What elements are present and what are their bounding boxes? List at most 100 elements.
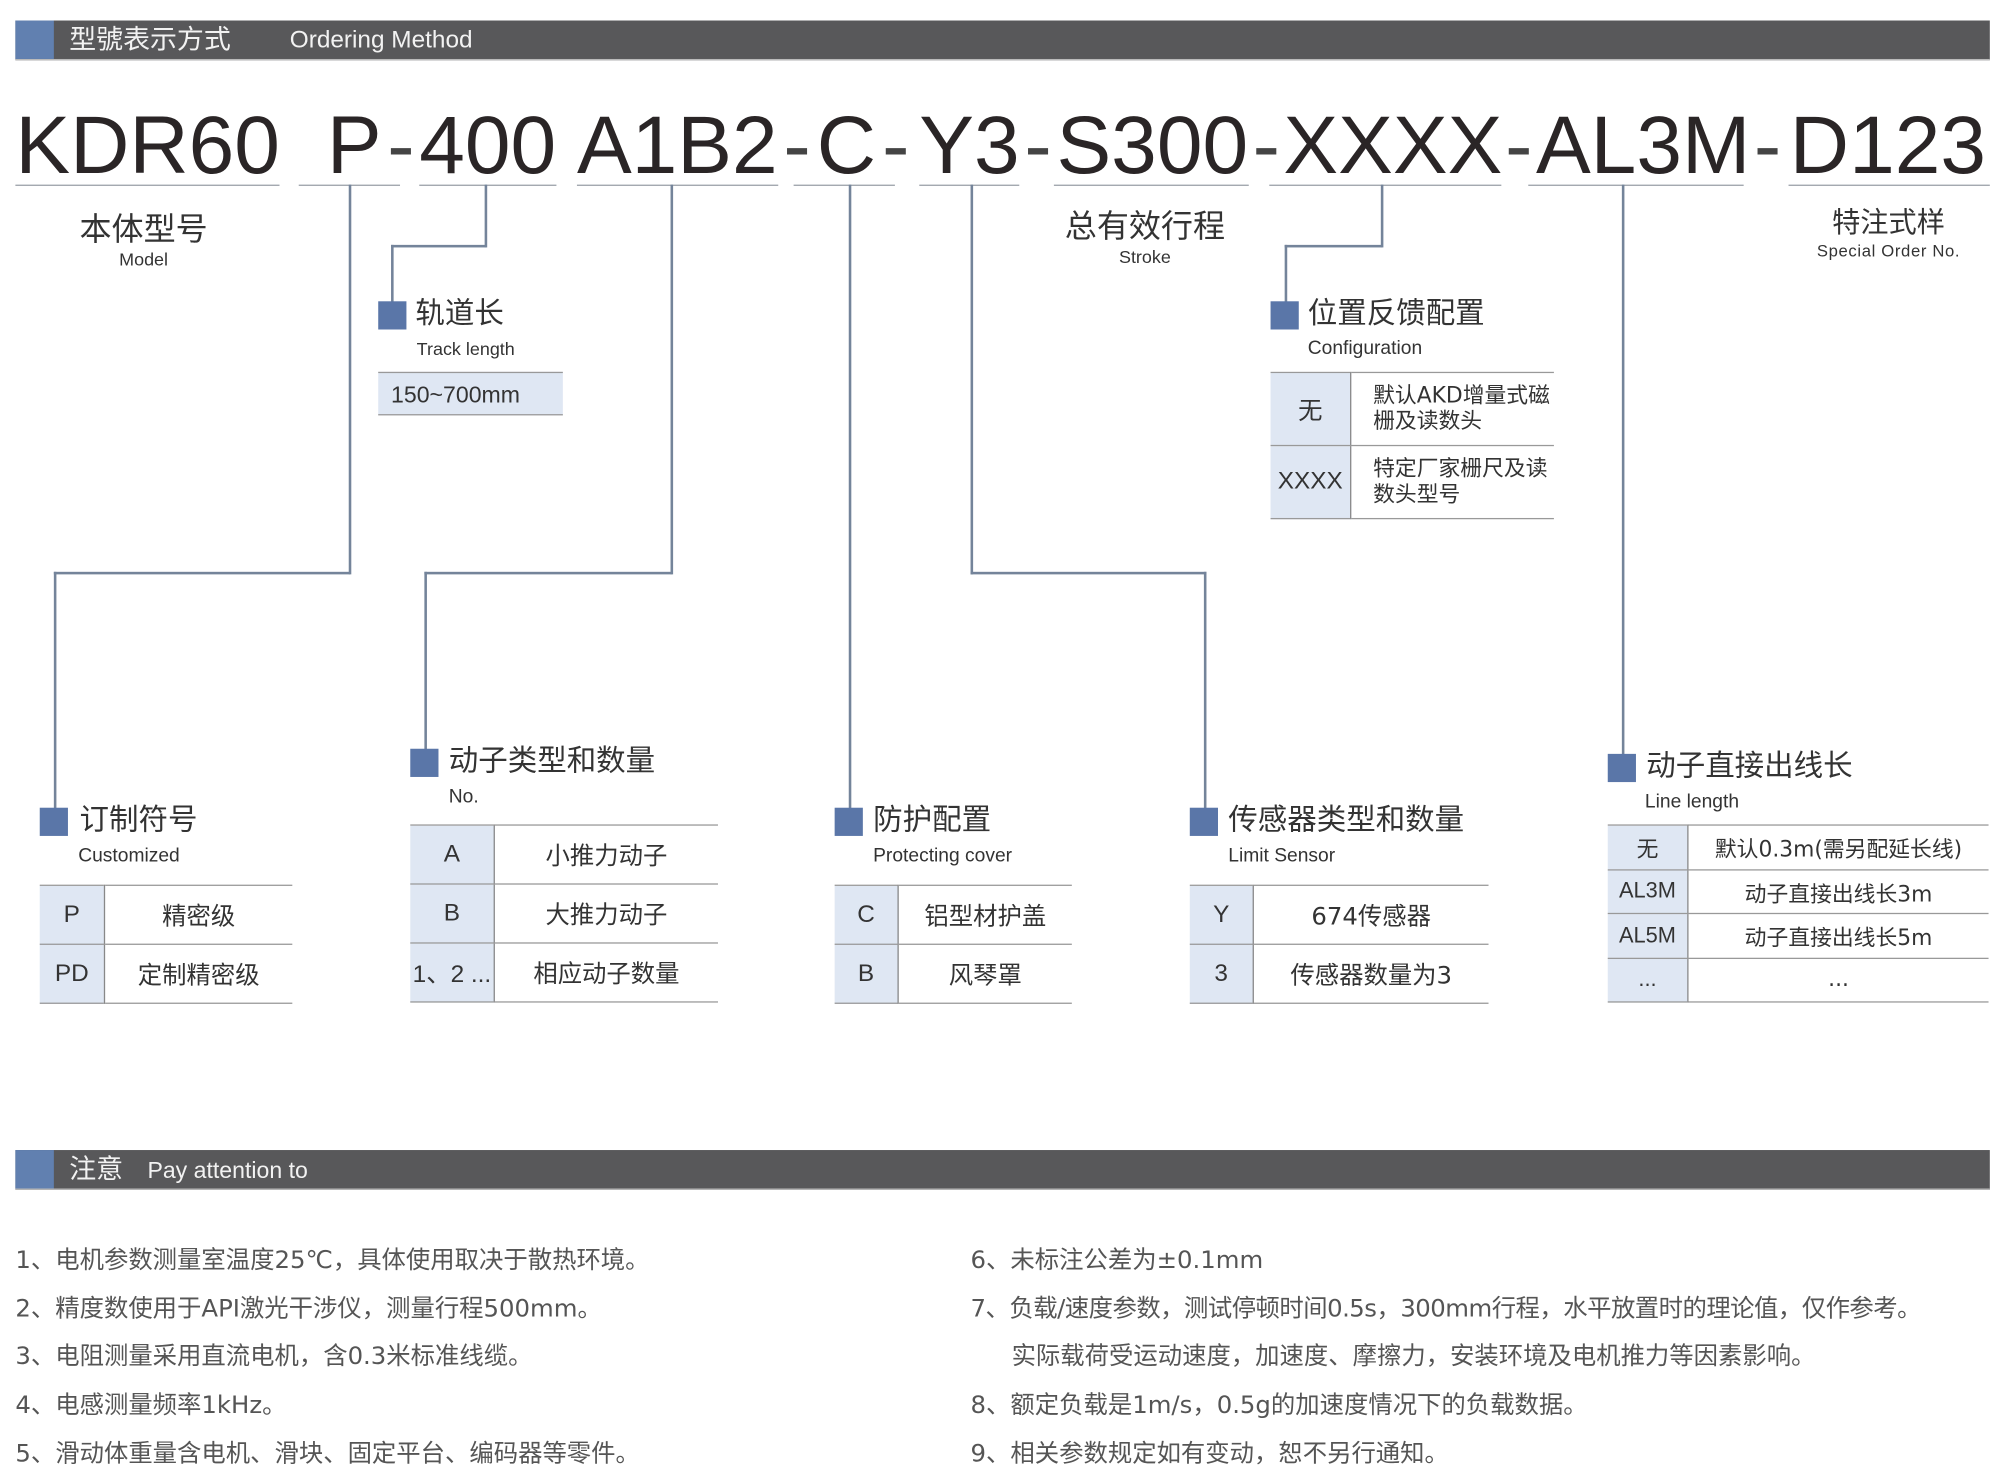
code-separator: - <box>783 98 811 192</box>
option-code: 无 <box>1270 372 1352 447</box>
code-separator: - <box>1024 98 1052 192</box>
section-marker <box>1189 807 1218 836</box>
config-subtitle: Configuration <box>1307 337 1423 359</box>
code-separator: - <box>387 98 415 192</box>
custom-title: 订制符号 <box>79 803 198 838</box>
custom-subtitle: Customized <box>78 844 180 867</box>
note-item: 5、滑动体重量含电机、滑块、固定平台、编码器等零件。 <box>15 1439 640 1469</box>
option-description: ... <box>1828 967 1849 993</box>
code-config: XXXX <box>1283 98 1503 192</box>
option-code: PD <box>39 944 106 1004</box>
sensor-subtitle: Limit Sensor <box>1228 844 1336 867</box>
option-code: AL3M <box>1607 869 1689 915</box>
track-length-value: 150~700mm <box>378 371 563 416</box>
option-code: 1、2 ... <box>410 942 495 1002</box>
connector-line <box>1284 244 1287 304</box>
note-item: 8、额定负载是1m/s，0.5g的加速度情况下的负载数据。 <box>970 1391 1588 1420</box>
connector-line <box>484 184 487 248</box>
option-code: XXXX <box>1270 445 1352 519</box>
notes-header: 注意 Pay attention to <box>15 1150 1990 1190</box>
code-protect: C <box>816 98 876 192</box>
code-custom: P <box>326 98 382 192</box>
code-underline <box>1269 184 1502 186</box>
connector-line <box>348 184 351 575</box>
header-accent <box>15 20 54 59</box>
config-title: 位置反馈配置 <box>1307 297 1485 331</box>
label-special-cn: 特注式样 <box>1832 207 1945 240</box>
option-row: 1、2 ... 相应动子数量 <box>410 942 718 1002</box>
note-item: 9、相关参数规定如有变动，恕不另行通知。 <box>970 1439 1449 1469</box>
option-code: 3 <box>1189 944 1254 1004</box>
option-description: 小推力动子 <box>494 825 718 885</box>
label-model-cn: 本体型号 <box>79 210 208 248</box>
code-underline <box>919 184 1020 186</box>
track-subtitle: Track length <box>416 338 515 359</box>
code-model: KDR60 <box>15 98 280 192</box>
option-row: 无默认0.3m(需另配延长线) <box>1607 825 1989 870</box>
connector-line <box>1284 244 1383 247</box>
code-separator: - <box>882 98 910 192</box>
option-code: A <box>410 825 495 885</box>
code-underline <box>419 184 557 186</box>
option-description: 相应动子数量 <box>533 960 680 989</box>
label-model-en: Model <box>119 248 169 270</box>
connector-line <box>1621 184 1624 757</box>
section-marker <box>1270 301 1299 330</box>
code-underline <box>576 184 779 186</box>
connector-line <box>1203 571 1206 811</box>
option-code: C <box>834 885 899 945</box>
sensor-title: 传感器类型和数量 <box>1228 803 1465 838</box>
section-marker <box>834 807 863 836</box>
code-underline <box>1788 184 1990 186</box>
label-stroke: 总有效行程 Stroke <box>1042 208 1247 268</box>
track-title: 轨道长 <box>415 297 504 331</box>
code-stroke: S300 <box>1056 98 1249 192</box>
connector-line <box>424 571 427 752</box>
code-separator: - <box>1252 98 1280 192</box>
option-code: B <box>834 944 899 1004</box>
header-title-en: Ordering Method <box>289 26 473 54</box>
header-title-cn: 型號表示方式 <box>69 24 231 56</box>
connector-line <box>1380 184 1383 248</box>
option-description: 674传感器 <box>1253 885 1489 945</box>
option-code: P <box>39 885 106 945</box>
code-underline <box>15 184 280 186</box>
note-item: 7、负载/速度参数，测试停顿时间0.5s，300mm行程，水平放置时的理论值，仅… <box>970 1294 1922 1324</box>
connector-line <box>970 571 1207 574</box>
section-marker <box>39 807 68 836</box>
option-code: 无 <box>1607 825 1689 870</box>
connector-line <box>53 571 56 811</box>
note-item: 6、未标注公差为±0.1mm <box>970 1246 1264 1275</box>
option-description: 定制精密级 <box>137 961 260 990</box>
option-description: 动子直接出线长3m <box>1687 869 1989 915</box>
note-item: 3、电阻测量采用直流电机，含0.3米标准线缆。 <box>15 1342 533 1371</box>
label-stroke-en: Stroke <box>1118 246 1171 267</box>
option-row: 无默认AKD增量式磁栅及读数头 <box>1270 372 1554 447</box>
connector-line <box>848 184 851 811</box>
option-description: 动子直接出线长5m <box>1687 913 1989 959</box>
option-row: B 风琴罩 <box>834 944 1072 1004</box>
notes-title-en: Pay attention to <box>147 1157 308 1184</box>
label-stroke-cn: 总有效行程 <box>1064 207 1226 245</box>
protect-subtitle: Protecting cover <box>873 844 1013 867</box>
code-special: D123 <box>1789 98 1986 192</box>
option-description: 风琴罩 <box>948 961 1022 990</box>
connector-line <box>391 244 393 304</box>
protect-title: 防护配置 <box>873 803 992 838</box>
connector-line <box>424 571 672 574</box>
mover-title: 动子类型和数量 <box>448 744 656 779</box>
note-item-continued: 实际载荷受运动速度，加速度、摩擦力，安装环境及电机推力等因素影响。 <box>1011 1342 1816 1371</box>
option-description: 大推力动子 <box>494 884 718 944</box>
code-track-length: 400 <box>419 98 557 192</box>
